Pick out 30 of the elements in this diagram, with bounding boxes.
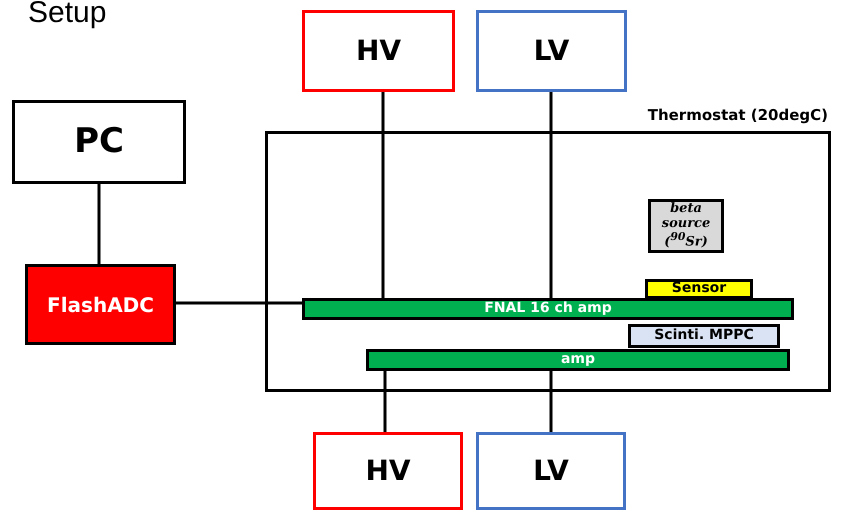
connector-line [382,92,384,298]
adc-box [25,264,176,345]
node-label: Sensor [672,281,726,297]
node-label: PC [74,123,124,161]
node-label: HV [365,456,411,486]
node-label: FNAL 16 ch amp [484,301,612,317]
power-supply-box [302,10,455,92]
connector-line [384,371,386,432]
node-label: amp [560,352,596,368]
power-supply-box [476,10,627,92]
computer-box [12,100,186,184]
node-label: Scinti. MPPC [654,328,754,344]
source-box [648,199,724,253]
power-supply-box [476,432,626,510]
node-label: beta source ($^{90}$Sr) [660,202,712,250]
amplifier-bar [366,349,790,371]
node-label: FlashADC [47,294,154,316]
connector-line [550,92,552,298]
connector-line [98,184,100,264]
power-supply-box [313,432,463,510]
amplifier-bar [302,298,794,320]
node-label: LV [534,36,570,66]
slide-title: Setup [28,0,106,30]
node-label: HV [356,36,402,66]
sensor-box [645,279,753,299]
node-label: LV [533,456,569,486]
connector-line [176,302,302,304]
enclosure-heading: Thermostat (20degC) [648,107,828,124]
connector-line [550,371,552,432]
scintillator-box [628,324,780,348]
